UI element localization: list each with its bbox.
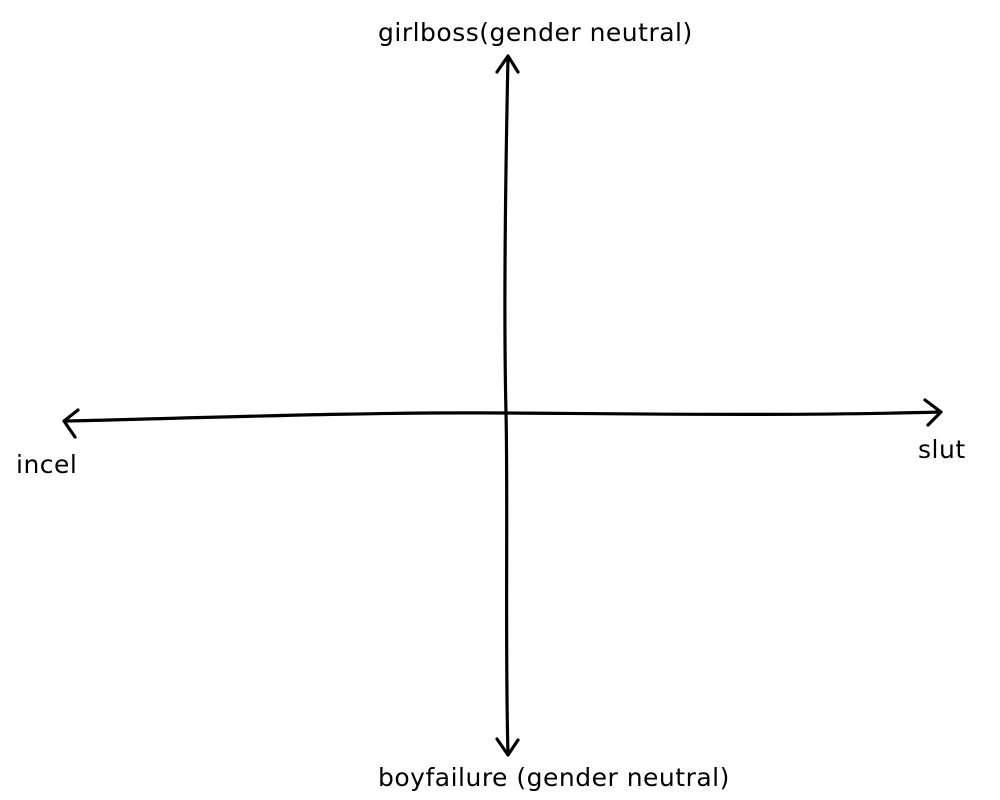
vertical-axis — [503, 55, 510, 756]
left-axis-label: incel — [16, 450, 78, 479]
right-axis-label: slut — [918, 435, 966, 464]
top-axis-label: girlboss(gender neutral) — [378, 18, 693, 47]
bottom-axis-label: boyfailure (gender neutral) — [378, 763, 730, 792]
right-arrowhead — [923, 398, 943, 427]
horizontal-axis — [64, 410, 942, 423]
top-arrowhead — [495, 54, 520, 74]
left-arrowhead — [62, 408, 80, 439]
bottom-arrowhead — [495, 737, 520, 757]
